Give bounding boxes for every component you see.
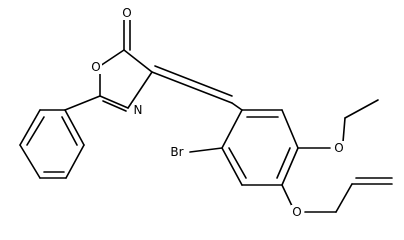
bond-o-ch2-ethoxy: [342, 117, 346, 143]
atom-label-ring-nitrogen: N: [134, 103, 143, 117]
atom-label-ring-oxygen: O: [91, 60, 100, 74]
bond-n3-c4: [127, 71, 153, 109]
atom-ring-oxygen: O: [90, 60, 102, 74]
bond-ph-3-4: [19, 144, 41, 179]
bond-c-br: [189, 147, 223, 153]
atom-label-carbonyl-oxygen: O: [122, 6, 131, 20]
bond-c-o-allyl: [281, 184, 293, 207]
bond-c4-ch-double: [154, 65, 233, 97]
atom-bromine: Br: [166, 145, 188, 159]
bond-ar-3-4: [281, 147, 299, 186]
bond-ch2-ch3-ethoxy: [344, 99, 379, 119]
bond-ar-5-6: [221, 147, 243, 186]
bond-c2-n3: [99, 95, 129, 109]
atom-labels-group: O O N Br O O: [90, 6, 345, 219]
atom-label-ethoxy-oxygen: O: [334, 141, 343, 155]
molecule-canvas: O O N Br O O: [19, 6, 393, 219]
bond-ph-inner-c: [61, 116, 78, 146]
atom-label-bromine: Br: [170, 145, 183, 159]
bond-c2-phenyl: [64, 95, 101, 111]
atom-carbonyl-oxygen: O: [121, 6, 133, 20]
bond-ph-2-3: [19, 109, 41, 146]
bond-ph-6-1: [64, 109, 85, 146]
atom-label-allyloxy-oxygen: O: [292, 205, 301, 219]
molecule-structure: O O N Br O O: [19, 6, 393, 219]
bond-ch2-ch-allyl: [335, 183, 353, 213]
atom-allyloxy-oxygen: O: [291, 205, 303, 219]
bond-ar-inner-c: [228, 147, 247, 179]
atom-ring-nitrogen: N: [132, 103, 144, 117]
atom-ethoxy-oxygen: O: [333, 141, 345, 155]
bond-ar-inner-b: [276, 147, 291, 179]
bonds-group: [19, 17, 393, 213]
bond-c5-o1: [99, 49, 125, 67]
bond-ph-5-6: [65, 144, 85, 179]
bond-c4-c5: [123, 49, 153, 73]
bond-ar-2-3: [281, 109, 299, 149]
bond-ar-6-1: [221, 109, 243, 149]
bond-c4-ch: [151, 71, 233, 104]
bond-ch-ring: [231, 102, 243, 111]
bond-c2-n3-double: [102, 100, 127, 112]
bond-ph-inner-a: [26, 116, 45, 146]
